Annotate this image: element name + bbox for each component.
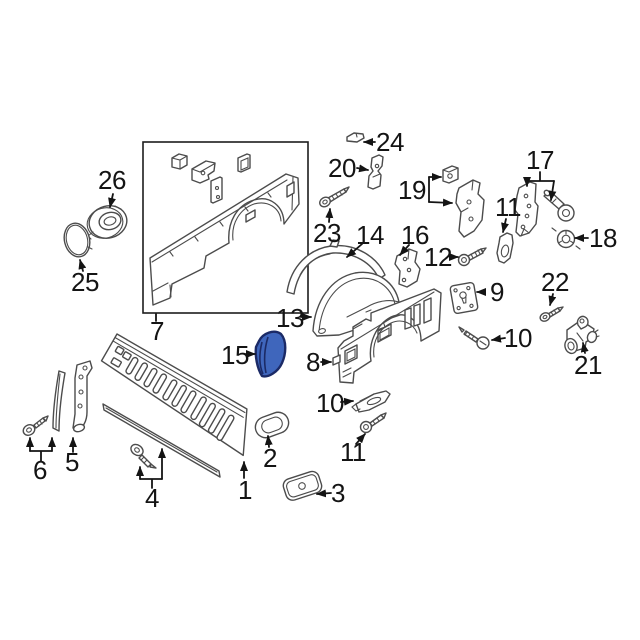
callout-10-upper: 10	[504, 323, 532, 353]
part-26-fuel-filler-housing	[86, 205, 128, 240]
part-22-bolt	[539, 306, 564, 322]
callout-20: 20	[328, 153, 356, 183]
part-19-clip	[442, 165, 459, 184]
part-12-bolt	[457, 247, 487, 267]
callout-26: 26	[98, 165, 126, 195]
callout-19: 19	[398, 175, 426, 205]
callout-11-upper: 11	[495, 192, 522, 222]
callout-5: 5	[65, 447, 79, 477]
part-4-bolt	[130, 443, 157, 469]
part-19-bracket	[455, 179, 485, 238]
part-7-box	[142, 141, 309, 314]
part-11-gasket	[496, 232, 514, 264]
part-15-stake-pocket-highlight	[254, 330, 287, 378]
callout-9: 9	[490, 277, 504, 307]
part-11b-screw	[359, 412, 387, 434]
leader-lines	[26, 138, 589, 498]
part-3-cover-plate	[282, 470, 323, 501]
callout-7: 7	[150, 316, 164, 346]
part-6-bolt	[22, 415, 49, 436]
part-21-latch	[564, 315, 600, 355]
part-10a-screw	[458, 326, 490, 350]
callout-15: 15	[221, 340, 249, 370]
part-20-bracket	[367, 154, 384, 190]
callout-3: 3	[331, 478, 345, 508]
highlight-shape	[254, 330, 287, 378]
part-24-clip	[346, 132, 365, 143]
part-23-bolt	[319, 186, 350, 208]
callout-24: 24	[376, 127, 404, 157]
callout-1: 1	[238, 475, 252, 505]
callout-13: 13	[276, 303, 304, 333]
part-5-brace	[72, 360, 93, 433]
part-2-bezel	[254, 411, 290, 439]
callout-14: 14	[356, 220, 384, 250]
part-4-molding-strip	[102, 403, 221, 478]
part-1-front-panel	[100, 333, 248, 457]
callout-17: 17	[526, 145, 554, 175]
callout-11-lower: 11	[340, 437, 367, 467]
part-17-striker-plate	[514, 181, 539, 237]
part-7-bed-side-panel	[149, 153, 300, 306]
callout-12: 12	[424, 242, 452, 272]
part-16-bracket	[394, 248, 421, 288]
part-10b-bracket	[351, 390, 391, 413]
callout-8: 8	[306, 347, 320, 377]
callout-21: 21	[574, 350, 602, 380]
callout-2: 2	[263, 443, 277, 473]
callout-16: 16	[401, 220, 429, 250]
callout-10-lower: 10	[316, 388, 344, 418]
callout-6: 6	[33, 455, 47, 485]
part-25-seal-ring	[63, 222, 93, 258]
callout-4: 4	[145, 483, 159, 513]
callout-23: 23	[313, 218, 341, 248]
part-9-access-plate	[449, 281, 479, 315]
callout-25: 25	[71, 267, 99, 297]
part-8-inner-side-panel	[332, 288, 442, 384]
callout-22: 22	[541, 267, 569, 297]
part-17-bolt	[543, 189, 575, 222]
callout-18: 18	[589, 223, 617, 253]
part-6-strip	[52, 370, 66, 432]
